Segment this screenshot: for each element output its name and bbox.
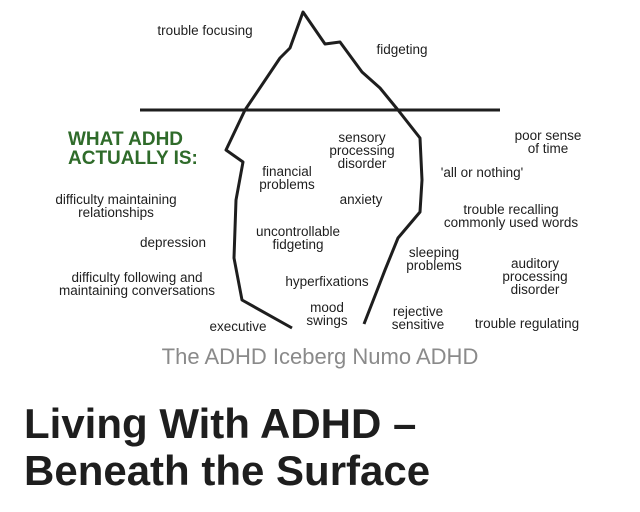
label-trouble-regulating: trouble regulating (474, 316, 580, 331)
image-caption: The ADHD Iceberg Numo ADHD (161, 344, 479, 369)
label-rejective-sensitive: rejective sensitive (391, 304, 445, 332)
label-financial-problems: financial problems (259, 164, 315, 192)
label-sensory-processing: sensory processing disorder (329, 130, 395, 171)
label-difficulty-relationships: difficulty maintaining relationships (55, 192, 177, 220)
label-executive: executive (209, 319, 267, 332)
label-fidgeting: fidgeting (376, 42, 428, 57)
label-sleeping-problems: sleeping problems (406, 245, 462, 273)
label-auditory-processing: auditory processing disorder (502, 256, 568, 297)
label-difficulty-conversations: difficulty following and maintaining con… (58, 270, 216, 298)
label-mood-swings: mood swings (306, 300, 348, 328)
iceberg-drawing (140, 10, 500, 330)
label-hyperfixations: hyperfixations (285, 274, 369, 289)
iceberg-figure: WHAT ADHD ACTUALLY IS: trouble focusing … (55, 10, 582, 332)
label-trouble-focusing: trouble focusing (157, 23, 253, 38)
iceberg-headline: WHAT ADHD ACTUALLY IS: (68, 129, 198, 169)
article-title-line-2: Beneath the Surface (24, 447, 431, 494)
label-anxiety: anxiety (339, 192, 383, 207)
label-poor-sense-of-time: poor sense of time (514, 128, 582, 156)
label-depression: depression (139, 235, 207, 250)
label-all-or-nothing: 'all or nothing' (440, 165, 524, 180)
article-title: Living With ADHD – Beneath the Surface (24, 400, 624, 494)
article-title-line-1: Living With ADHD – (24, 400, 417, 447)
iceberg-outline (224, 10, 424, 330)
label-trouble-recalling: trouble recalling commonly used words (443, 202, 579, 230)
label-uncontrollable-fidgeting: uncontrollable fidgeting (255, 224, 341, 252)
